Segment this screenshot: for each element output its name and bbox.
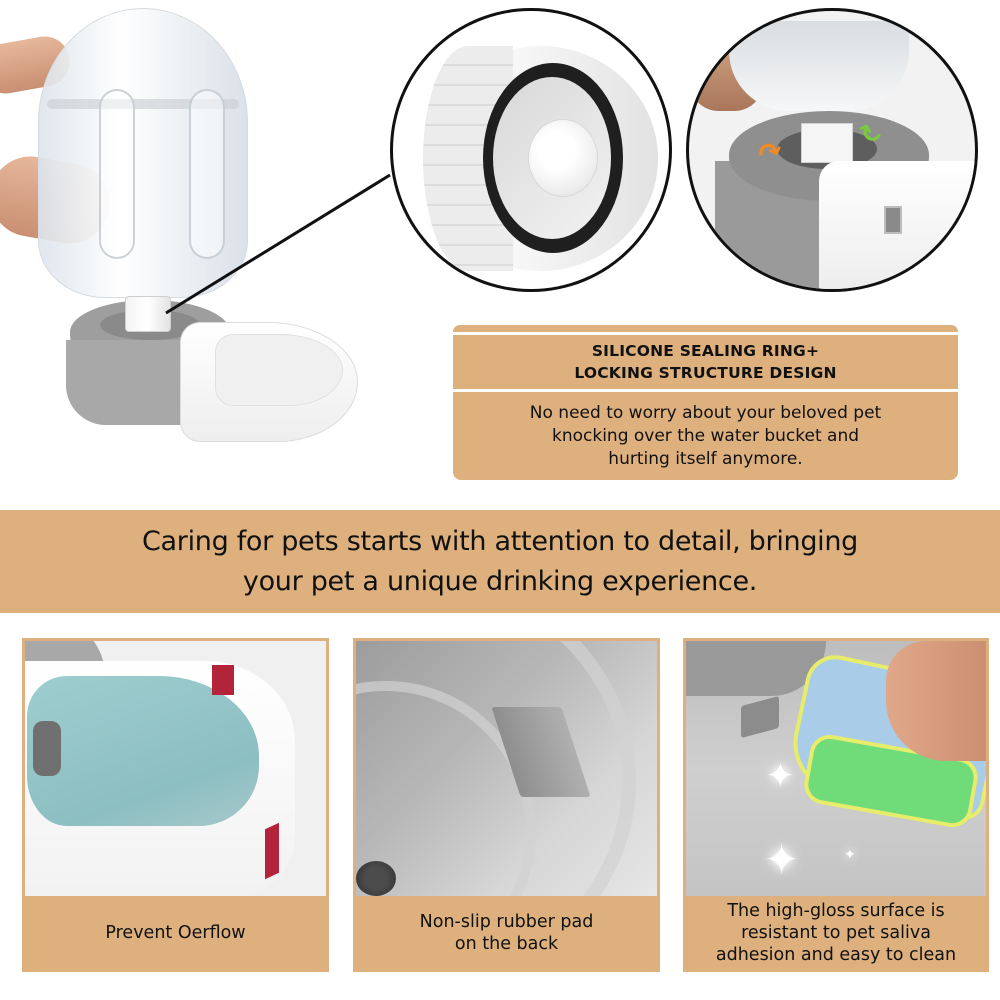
screw-icon bbox=[356, 861, 396, 896]
feature-title-line: SILICONE SEALING RING+ bbox=[591, 342, 820, 360]
cleaning-image: ✦ ✦ ✦ bbox=[686, 641, 986, 896]
water-surface bbox=[27, 676, 259, 826]
panel-caption: The high-gloss surface is resistant to p… bbox=[686, 896, 986, 969]
bottle-rib bbox=[189, 89, 225, 259]
tagline-banner: Caring for pets starts with attention to… bbox=[0, 510, 1000, 613]
tagline-line: your pet a unique drinking experience. bbox=[242, 565, 758, 597]
overflow-bowl-image bbox=[25, 641, 326, 896]
panel-caption: Non-slip rubber pad on the back bbox=[356, 896, 657, 969]
cap-detail-circle bbox=[390, 8, 672, 292]
water-inlet bbox=[33, 721, 61, 776]
feature-panel-overflow: Prevent Oerflow bbox=[22, 638, 329, 972]
valve-icon bbox=[528, 119, 598, 197]
feature-panel-glossy: ✦ ✦ ✦ The high-gloss surface is resistan… bbox=[683, 638, 989, 972]
panel-caption: Prevent Oerflow bbox=[25, 896, 326, 969]
panel-caption-line: resistant to pet saliva bbox=[741, 922, 931, 943]
bottle-waterline bbox=[47, 99, 239, 109]
hand bbox=[886, 641, 986, 761]
tagline-line: Caring for pets starts with attention to… bbox=[141, 525, 859, 557]
bottle-neck bbox=[801, 123, 853, 163]
drinking-bowl-basin bbox=[215, 334, 343, 406]
sparkle-icon: ✦ bbox=[766, 756, 795, 796]
feature-title: SILICONE SEALING RING+ LOCKING STRUCTURE… bbox=[453, 335, 958, 389]
panel-caption-line: Non-slip rubber pad bbox=[419, 911, 594, 932]
rubber-pad-image bbox=[356, 641, 657, 896]
feature-description-line: knocking over the water bucket and bbox=[551, 425, 860, 446]
feature-panel-nonslip: Non-slip rubber pad on the back bbox=[353, 638, 660, 972]
bottle-rib bbox=[99, 89, 135, 259]
level-marker-icon bbox=[265, 822, 279, 880]
water-slot bbox=[884, 206, 902, 234]
bottle-bottom bbox=[729, 21, 909, 111]
feature-callout-box: SILICONE SEALING RING+ LOCKING STRUCTURE… bbox=[453, 325, 958, 480]
base-lower-shell bbox=[66, 340, 186, 425]
feature-description-line: No need to worry about your beloved pet bbox=[529, 402, 882, 423]
water-bottle-icon bbox=[38, 8, 248, 298]
sparkle-icon: ✦ bbox=[764, 835, 800, 884]
overflow-marker-icon bbox=[212, 665, 234, 695]
feature-description: No need to worry about your beloved pet … bbox=[453, 392, 958, 480]
hero-product-image bbox=[0, 0, 400, 480]
feature-description-line: hurting itself anymore. bbox=[608, 448, 803, 469]
panel-caption-line: The high-gloss surface is bbox=[727, 900, 945, 921]
panel-caption-line: on the back bbox=[454, 933, 559, 954]
lock-detail-circle: ↷ ↷ bbox=[686, 8, 978, 292]
panel-caption-line: adhesion and easy to clean bbox=[715, 944, 957, 965]
panel-caption-line: Prevent Oerflow bbox=[105, 922, 246, 943]
feature-title-line: LOCKING STRUCTURE DESIGN bbox=[574, 364, 837, 382]
bottle-cap bbox=[125, 296, 171, 332]
sparkle-icon: ✦ bbox=[844, 847, 856, 863]
feature-box-top-strip bbox=[453, 325, 958, 332]
